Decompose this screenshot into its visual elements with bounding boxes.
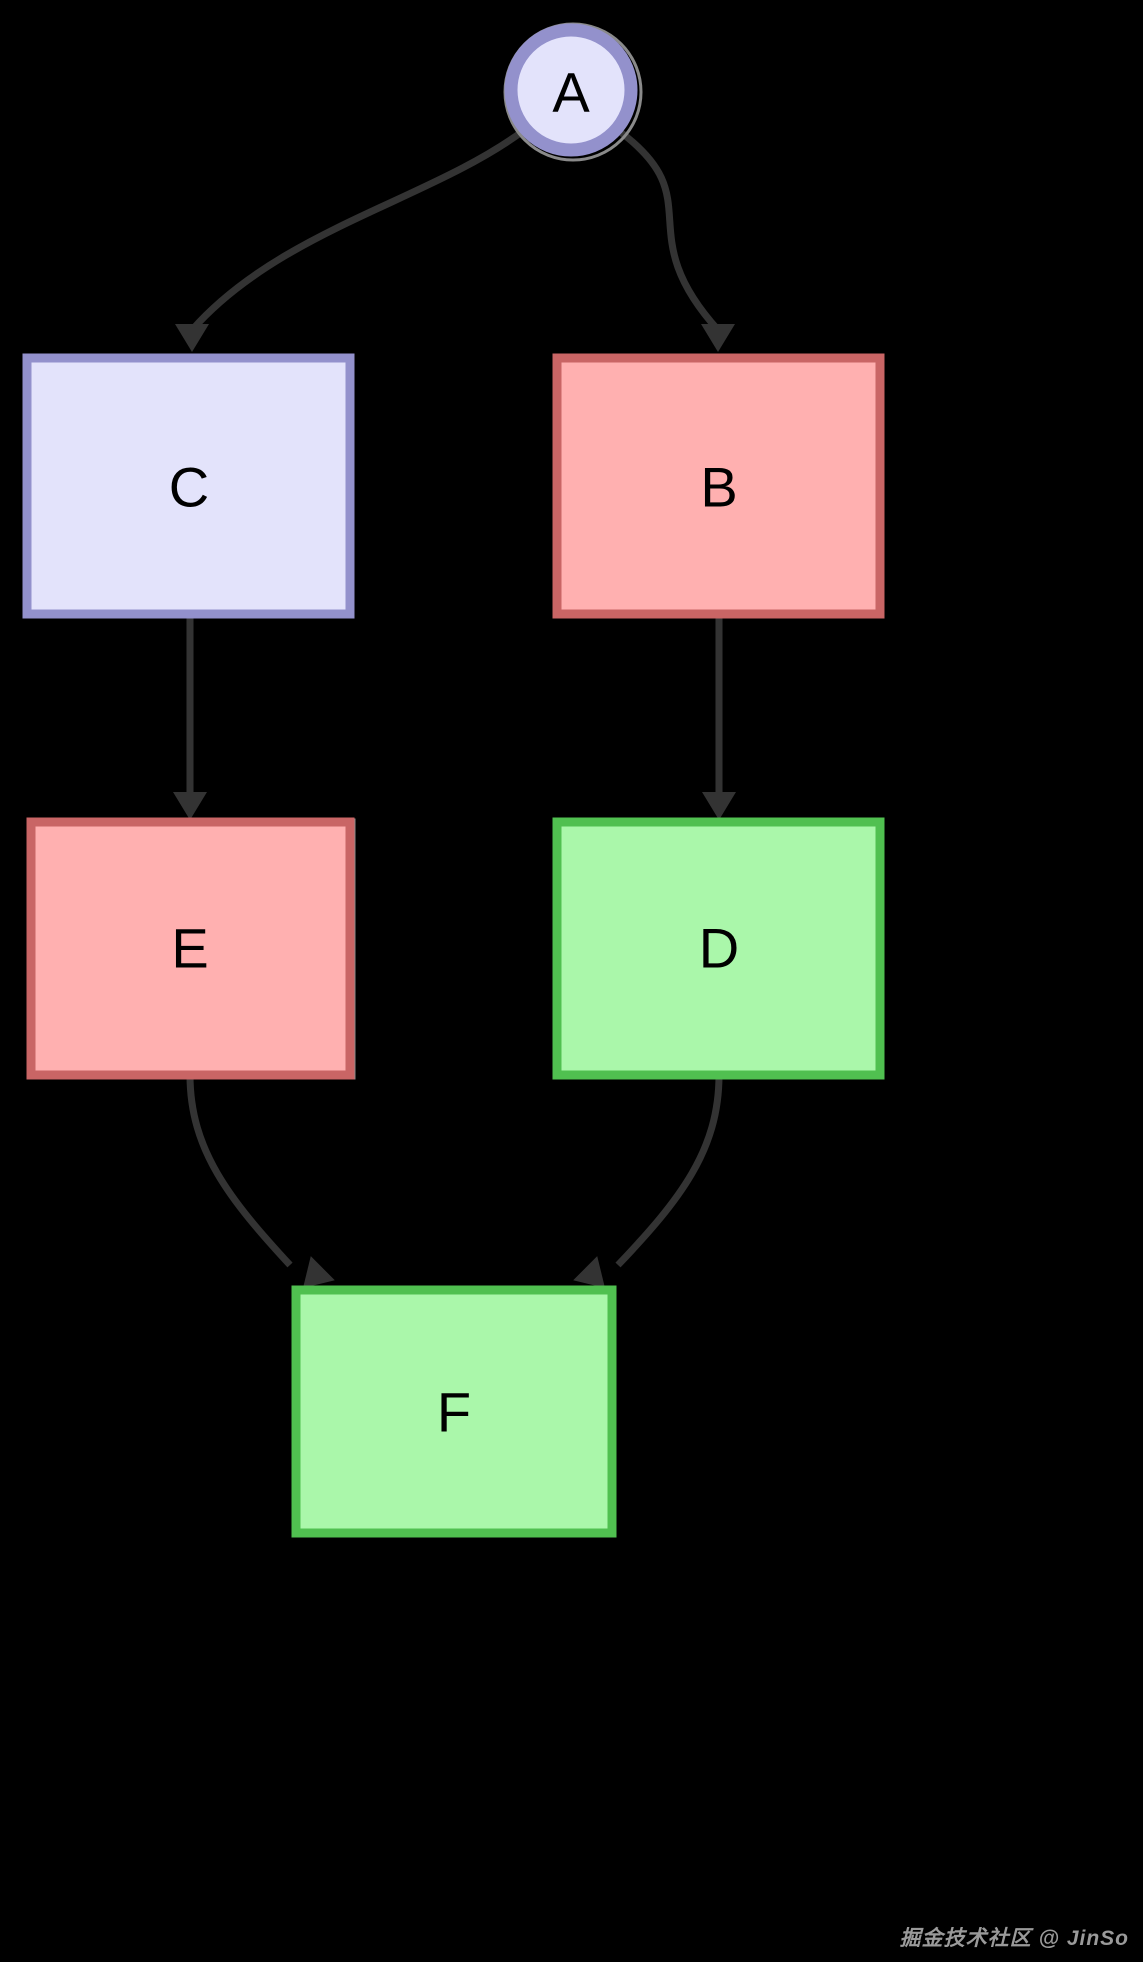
node-a-shape	[504, 23, 638, 157]
node-d-shape	[552, 817, 885, 1080]
node-f[interactable]: F	[291, 1285, 617, 1538]
edge-c-to-e-arrowhead	[173, 792, 207, 820]
node-e-label: E	[171, 917, 208, 980]
edge-d-to-f[interactable]	[573, 1074, 723, 1300]
node-c-shape	[22, 353, 355, 619]
node-c[interactable]: C	[22, 353, 355, 619]
edge-e-to-f-path	[186, 1074, 293, 1268]
node-b-shape	[552, 353, 885, 619]
node-f-label: F	[437, 1381, 471, 1444]
edge-c-to-e[interactable]	[173, 614, 207, 820]
node-b-label: B	[700, 456, 737, 519]
node-a[interactable]: A	[503, 22, 643, 162]
edge-b-to-d-arrowhead	[702, 792, 736, 820]
edge-d-to-f-path	[615, 1074, 723, 1268]
node-e-shape	[26, 817, 355, 1080]
edge-a-to-c-path	[189, 128, 526, 333]
edge-a-to-c[interactable]	[175, 128, 526, 352]
node-a-label: A	[552, 61, 590, 124]
watermark-text: 掘金技术社区 @ JinSo	[899, 1927, 1129, 1950]
node-c-label: C	[169, 456, 209, 519]
edge-d-to-f-arrowhead	[573, 1256, 605, 1288]
edge-b-to-d[interactable]	[702, 614, 736, 820]
edge-e-to-f-arrowhead	[303, 1256, 335, 1288]
edge-a-to-b-arrowhead	[701, 324, 735, 352]
node-e[interactable]: E	[26, 817, 356, 1080]
node-b[interactable]: B	[552, 353, 885, 619]
node-group: A C B E	[22, 22, 885, 1538]
node-d[interactable]: D	[552, 817, 885, 1080]
node-f-shape	[291, 1285, 617, 1538]
edge-a-to-b-path	[616, 128, 721, 333]
node-d-label: D	[699, 917, 739, 980]
edge-group	[173, 128, 736, 1300]
edge-a-to-b[interactable]	[616, 128, 735, 352]
edge-e-to-f[interactable]	[186, 1074, 335, 1300]
edge-a-to-c-arrowhead	[175, 324, 209, 352]
